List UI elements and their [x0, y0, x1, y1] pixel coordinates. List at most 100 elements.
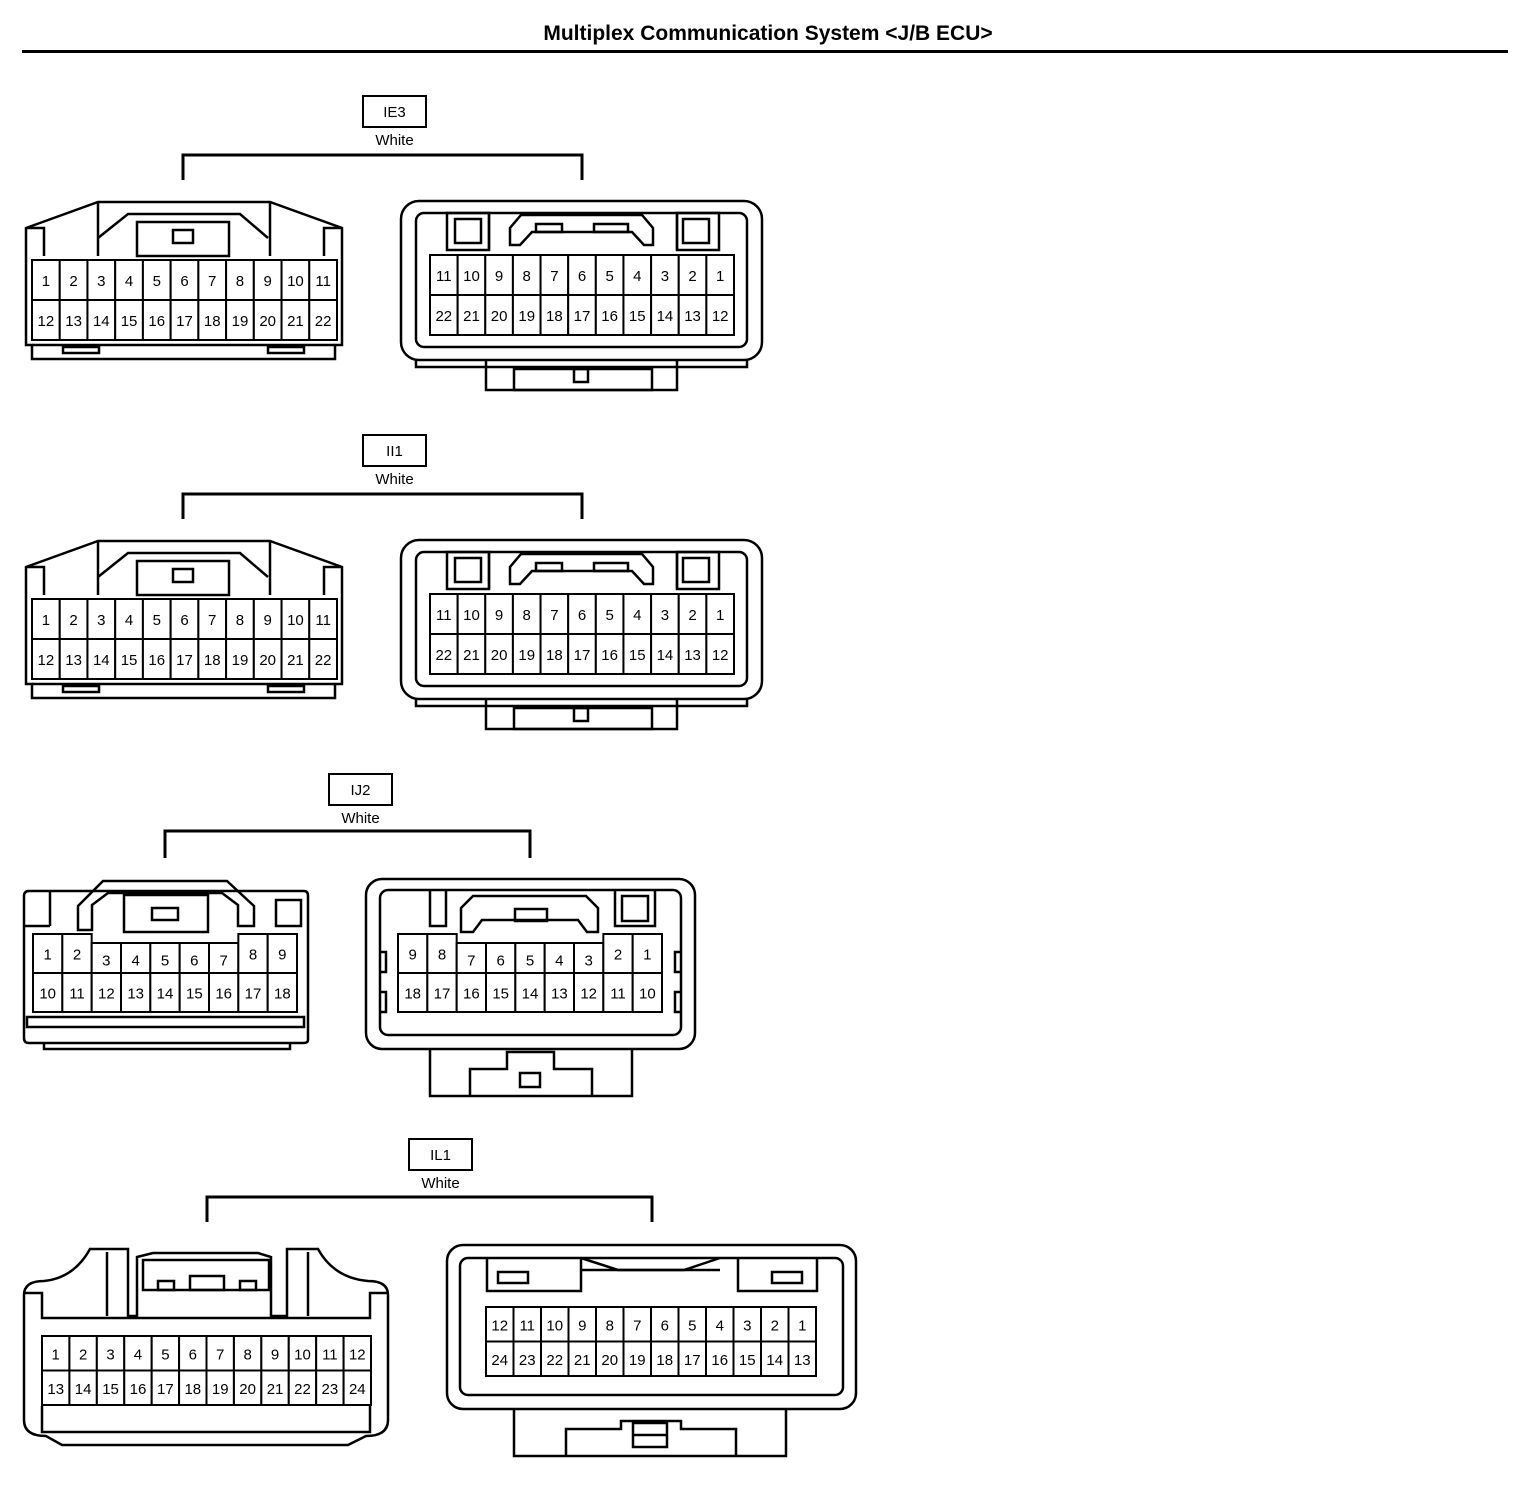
- pin-number: 13: [794, 1352, 811, 1369]
- pin-cell: [622, 1306, 652, 1343]
- pin-number: 16: [601, 647, 618, 664]
- connector-color: White: [375, 132, 413, 149]
- pin-cell: [308, 299, 339, 341]
- pin-number: 19: [232, 652, 249, 669]
- pin-number: 10: [639, 986, 656, 1003]
- pin-number: 21: [574, 1352, 591, 1369]
- pin-number: 13: [65, 313, 82, 330]
- pin-cell: [280, 299, 311, 341]
- code-box: [408, 1138, 473, 1171]
- pin-number: 2: [69, 273, 77, 290]
- pin-number: 1: [42, 273, 50, 290]
- pin-number: 7: [467, 953, 475, 970]
- pin-cell: [456, 294, 487, 336]
- pin-number: 4: [633, 607, 641, 624]
- pin-cell: [308, 638, 339, 680]
- pin-cell: [787, 1340, 817, 1377]
- pin-number: 5: [605, 268, 613, 285]
- pin-number: 15: [629, 308, 646, 325]
- pin-number: 16: [148, 313, 165, 330]
- pin-number: 12: [38, 652, 55, 669]
- pin-cell: [602, 972, 634, 1013]
- pin-number: 24: [491, 1352, 508, 1369]
- pin-cell: [205, 1369, 235, 1406]
- pin-cell: [512, 1306, 542, 1343]
- pin-number: 18: [184, 1381, 201, 1398]
- pin-number: 6: [496, 953, 504, 970]
- pin-number: 21: [267, 1381, 284, 1398]
- pin-number: 12: [712, 647, 729, 664]
- pin-cell: [456, 633, 487, 675]
- pin-cell: [677, 294, 708, 336]
- pin-number: 5: [688, 1317, 696, 1334]
- pin-cell: [32, 972, 64, 1013]
- pin-number: 9: [271, 1346, 279, 1363]
- pin-number: 22: [435, 647, 452, 664]
- pin-number: 14: [657, 647, 674, 664]
- pin-number: 3: [102, 953, 110, 970]
- pin-cell: [31, 638, 61, 680]
- pin-number: 11: [519, 1317, 535, 1334]
- pin-number: 9: [264, 612, 272, 629]
- pin-number: 18: [656, 1352, 673, 1369]
- pin-cell: [90, 972, 122, 1013]
- pin-cell: [455, 972, 487, 1013]
- code-box: [362, 434, 427, 467]
- pin-cell: [260, 1335, 290, 1372]
- connector-code: IJ2: [350, 782, 370, 799]
- pin-number: 3: [743, 1317, 751, 1334]
- pin-number: 19: [518, 647, 535, 664]
- pin-number: 11: [610, 986, 626, 1003]
- pin-number: 19: [629, 1352, 646, 1369]
- right-connector: [364, 877, 697, 1098]
- pin-cell: [169, 299, 200, 341]
- pin-number: 2: [688, 268, 696, 285]
- pin-number: 21: [463, 308, 480, 325]
- pin-number: 1: [43, 947, 51, 964]
- pin-cell: [225, 299, 255, 341]
- pin-cell: [650, 1340, 680, 1377]
- pin-number: 8: [606, 1317, 614, 1334]
- pin-number: 20: [491, 308, 508, 325]
- pin-number: 14: [93, 652, 110, 669]
- pin-number: 5: [161, 1346, 169, 1363]
- left-connector: [22, 879, 310, 1051]
- pin-number: 8: [243, 1346, 251, 1363]
- pin-number: 1: [798, 1317, 806, 1334]
- pin-number: 22: [435, 308, 452, 325]
- pin-number: 20: [601, 1352, 618, 1369]
- pin-cell: [86, 299, 117, 341]
- connector-code: II1: [386, 443, 403, 460]
- pin-cell: [677, 633, 708, 675]
- pin-number: 2: [69, 612, 77, 629]
- pin-number: 2: [614, 947, 622, 964]
- pin-number: 14: [75, 1381, 92, 1398]
- pin-number: 4: [125, 273, 133, 290]
- pin-number: 6: [189, 1346, 197, 1363]
- pin-number: 17: [574, 647, 591, 664]
- pin-number: 10: [463, 268, 480, 285]
- left-connector: [24, 539, 344, 700]
- pin-number: 8: [249, 947, 257, 964]
- pin-number: 14: [766, 1352, 783, 1369]
- pin-cell: [205, 1335, 235, 1372]
- pin-number: 2: [79, 1346, 87, 1363]
- pin-number: 7: [208, 612, 216, 629]
- pin-cell: [342, 1369, 373, 1406]
- connector-color: White: [421, 1175, 459, 1192]
- pin-number: 18: [274, 986, 291, 1003]
- pin-number: 7: [208, 273, 216, 290]
- pin-number: 11: [315, 612, 331, 629]
- pin-cell: [485, 1340, 515, 1377]
- pin-number: 20: [259, 313, 276, 330]
- connector-code: IL1: [430, 1147, 451, 1164]
- pin-cell: [315, 1335, 345, 1372]
- pin-number: 16: [601, 308, 618, 325]
- pin-number: 6: [578, 607, 586, 624]
- pin-number: 5: [161, 953, 169, 970]
- pin-number: 13: [551, 986, 568, 1003]
